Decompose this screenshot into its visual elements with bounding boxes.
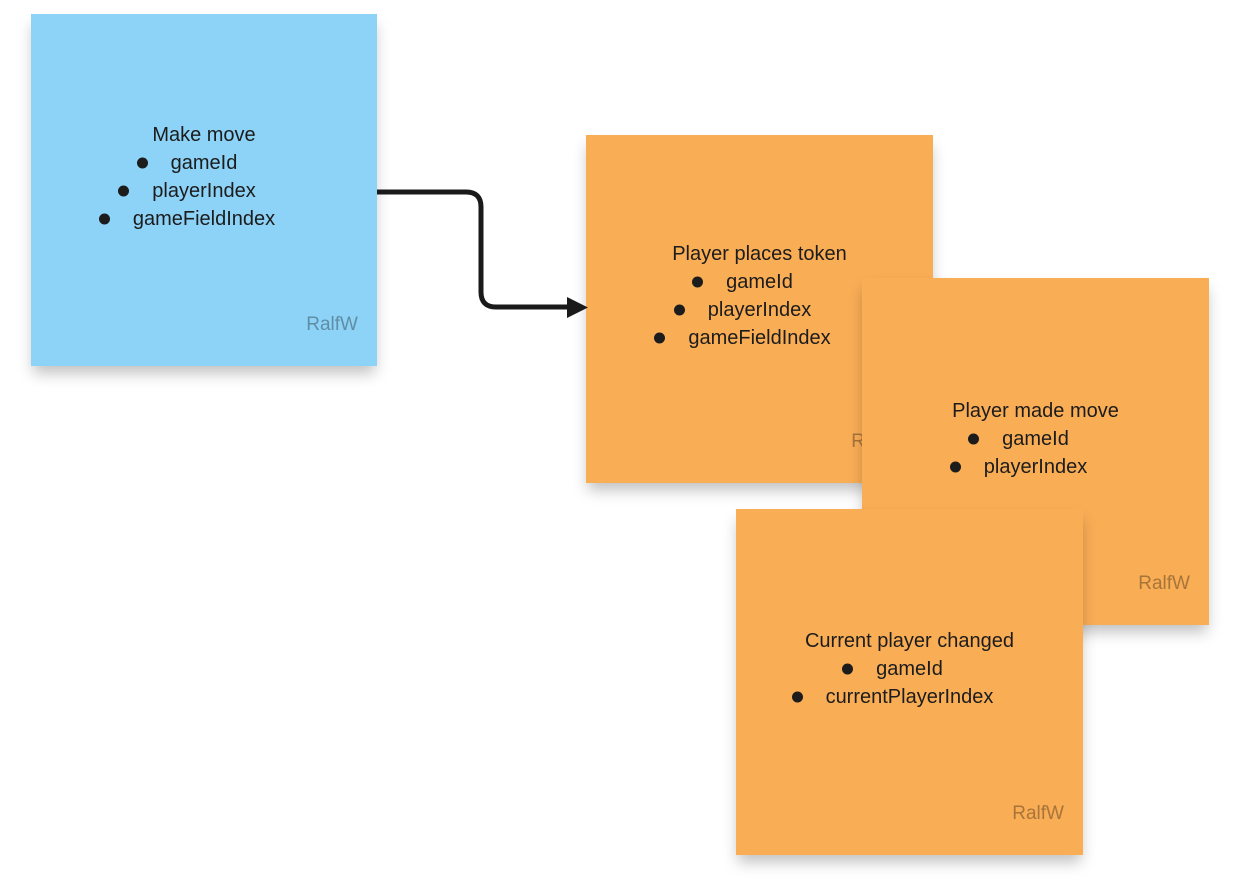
arrowhead-icon	[567, 297, 588, 318]
author-label: RalfW	[1138, 573, 1190, 594]
connector-line[interactable]	[377, 189, 568, 310]
bullet-label: gameId	[170, 152, 238, 174]
bullet-label: gameId	[726, 271, 793, 293]
bullet-item: gameId	[692, 268, 793, 296]
sticky-note-current-player-changed[interactable]: Current player changed gameId currentPla…	[736, 509, 1083, 855]
author-label: RalfW	[1012, 803, 1064, 824]
bullet-label: playerIndex	[152, 180, 256, 202]
sticky-note-make-move[interactable]: Make move gameId playerIndex gameFieldIn…	[31, 14, 377, 366]
note-title: Current player changed	[804, 630, 1014, 652]
bullet-label: playerIndex	[983, 455, 1088, 478]
bullet-item: gameId	[968, 425, 1069, 453]
bullet-dot-icon	[654, 332, 666, 344]
bullet-label: currentPlayerIndex	[825, 686, 994, 708]
bullet-item: playerIndex	[949, 453, 1088, 481]
author-label: RalfW	[306, 314, 358, 335]
note-title: Player places token	[672, 243, 847, 265]
bullet-item: gameId	[136, 149, 238, 177]
bullet-dot-icon	[791, 691, 803, 703]
note-title: Make move	[152, 124, 256, 146]
bullet-dot-icon	[842, 663, 854, 675]
bullet-item: gameFieldIndex	[98, 205, 276, 233]
bullet-item: gameId	[842, 655, 943, 683]
bullet-dot-icon	[673, 304, 685, 316]
bullet-dot-icon	[98, 213, 110, 225]
bullet-item: currentPlayerIndex	[791, 683, 994, 711]
bullet-dot-icon	[949, 461, 961, 472]
bullet-dot-icon	[692, 276, 704, 288]
bullet-dot-icon	[136, 157, 148, 169]
bullet-item: playerIndex	[118, 177, 256, 205]
bullet-label: gameFieldIndex	[688, 327, 831, 349]
bullet-dot-icon	[118, 185, 130, 197]
bullet-item: gameFieldIndex	[654, 324, 831, 352]
bullet-label: gameFieldIndex	[132, 208, 276, 230]
note-title: Player made move	[952, 399, 1119, 422]
bullet-item: playerIndex	[673, 296, 812, 324]
bullet-label: gameId	[876, 658, 943, 680]
bullet-dot-icon	[968, 433, 980, 444]
bullet-label: playerIndex	[707, 299, 812, 321]
bullet-label: gameId	[1002, 427, 1069, 450]
